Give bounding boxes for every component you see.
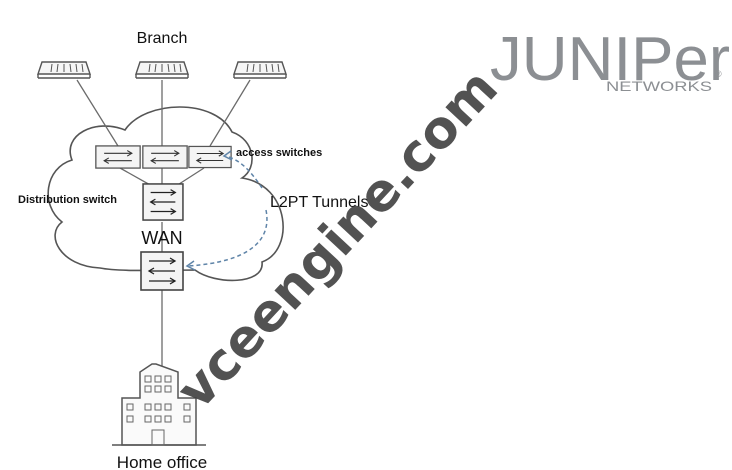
access-switch-icon [142,145,188,169]
office-building-icon [112,363,206,446]
logo-wordmark: JUNIPer [490,25,730,94]
tunnel-arrow-top [225,155,263,189]
home-office-label: Home office [117,453,207,470]
watermark-text: vceengine.com [166,58,510,421]
logo-subtitle: NETWORKS [606,78,712,94]
tunnels-label: L2PT Tunnels [270,194,368,211]
wan-label: WAN [141,228,182,248]
access-switch-icon [95,145,141,169]
juniper-logo: JUNIPer NETWORKS ® [490,25,730,94]
distribution-switch-icon [142,183,184,221]
branch-router-icon [37,61,91,79]
wan-cloud [47,106,284,282]
branch-label: Branch [137,30,188,47]
branch-router-icon [233,61,287,79]
branch-router-icon [135,61,189,79]
wan-switch-icon [140,251,184,291]
tunnel-arrowhead-top [222,150,233,161]
branch-links [76,79,251,366]
distribution-switch-label: Distribution switch [18,194,117,206]
tunnel-arrowhead-bottom [185,260,196,271]
tunnel-arrow-bottom [187,209,268,267]
logo-registered-mark: ® [715,69,722,79]
access-switches-label: access switches [236,147,322,159]
